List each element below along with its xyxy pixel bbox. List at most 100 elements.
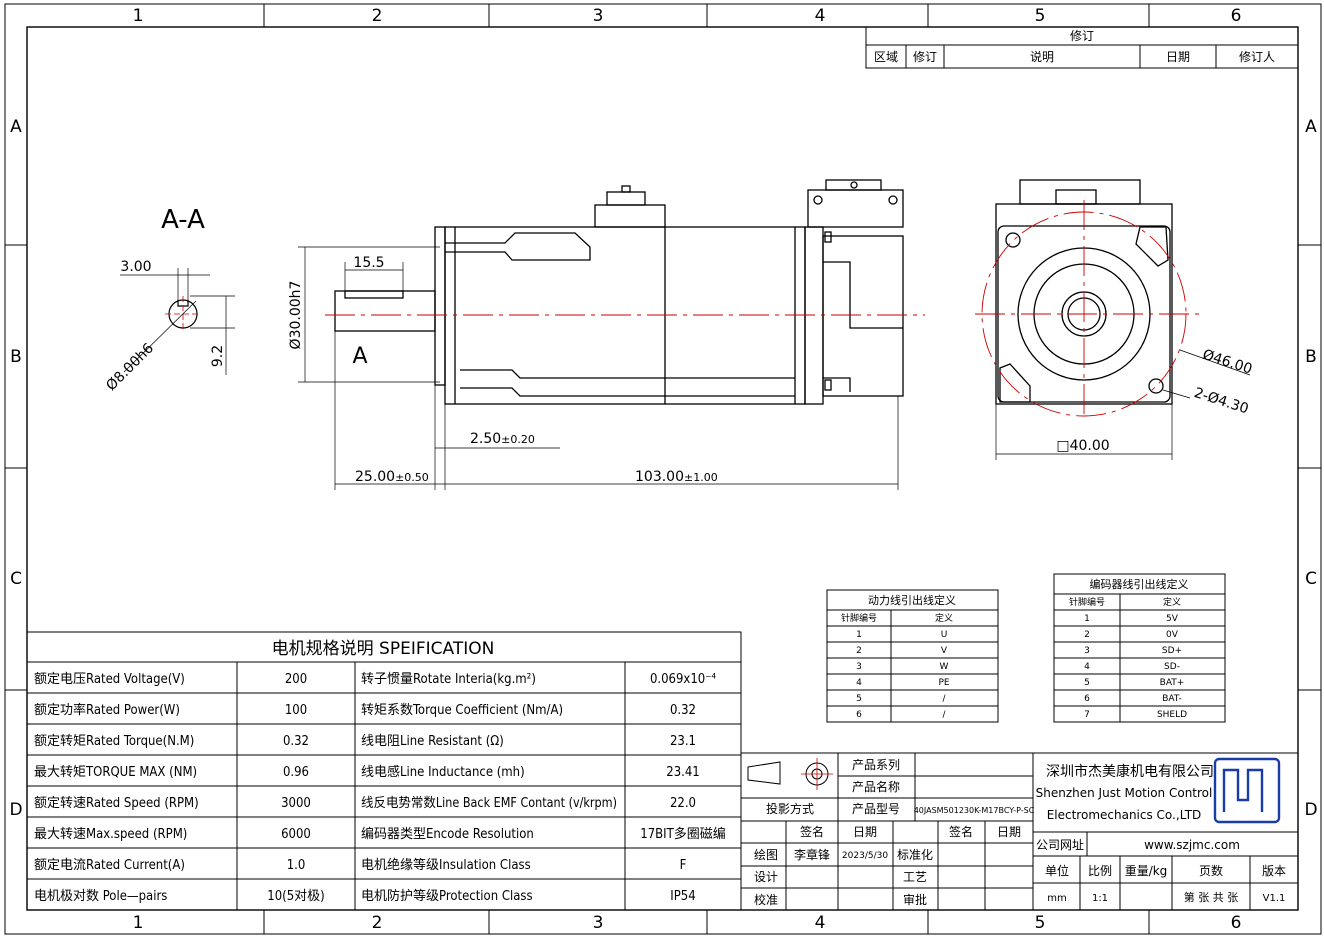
tb-product-name: 产品名称	[852, 779, 900, 794]
revision-header: 日期	[1166, 50, 1190, 64]
tb-scale-value: 1:1	[1092, 893, 1108, 904]
col-label: 5	[1035, 913, 1046, 933]
spec-label: 转子惯量Rotate Interia(kg.m²)	[361, 671, 536, 687]
tb-version-value: V1.1	[1263, 893, 1286, 904]
encoder-def: BAT-	[1162, 694, 1182, 704]
spec-label: 最大转速Max.speed (RPM)	[34, 827, 187, 842]
revision-header: 修订人	[1239, 49, 1275, 64]
col-label: 3	[593, 913, 604, 933]
dim-body-len-tol: ±1.00	[684, 471, 718, 484]
row-label: C	[10, 569, 22, 589]
dim-square: □40.00	[1056, 438, 1109, 454]
tb-date-2: 日期	[997, 825, 1021, 839]
spec-label: 电机防护等级Protection Class	[361, 888, 533, 904]
encoder-table-title: 编码器线引出线定义	[1090, 577, 1189, 591]
tb-website-label: 公司网址	[1036, 838, 1084, 852]
encoder-def: SHELD	[1157, 710, 1187, 720]
tb-pages: 页数	[1199, 863, 1223, 878]
spec-label: 电机绝缘等级Insulation Class	[361, 857, 531, 873]
tb-drawn-by: 李章锋	[794, 847, 830, 862]
dim-pcd: Ø46.00	[1200, 347, 1254, 378]
dim-shaft-len-tol: ±0.50	[395, 471, 429, 484]
tb-design: 设计	[754, 870, 778, 884]
tb-version: 版本	[1262, 864, 1286, 878]
dim-flange-thk-tol: ±0.20	[501, 433, 535, 446]
tb-sign: 签名	[800, 824, 824, 839]
dim-shaft-len-value: 25.00	[355, 469, 395, 485]
tb-process: 工艺	[903, 870, 927, 884]
spec-value: 0.32	[283, 734, 309, 749]
spec-value: 10(5对极)	[267, 889, 324, 904]
tb-projection: 投影方式	[766, 801, 814, 816]
spec-value: 1.0	[287, 858, 306, 873]
revision-header: 修订	[913, 49, 937, 64]
power-def: /	[942, 710, 946, 720]
spec-label: 编码器类型Encode Resolution	[361, 827, 534, 842]
dim-flange-thk-value: 2.50	[470, 431, 501, 447]
spec-value: 22.0	[670, 796, 696, 811]
encoder-def: 5V	[1166, 614, 1179, 624]
encoder-table-header: 定义	[1163, 596, 1181, 608]
col-label: 2	[372, 913, 383, 933]
dim-key-depth: 9.2	[210, 345, 226, 367]
spec-value: 0.96	[283, 765, 309, 780]
power-def: W	[940, 662, 949, 672]
col-label: 4	[815, 6, 826, 26]
spec-title: 电机规格说明 SPEIFICATION	[272, 639, 495, 659]
section-mark: A	[352, 344, 367, 369]
row-label: C	[1305, 569, 1317, 589]
dim-key-length: 15.5	[353, 255, 384, 271]
spec-label: 额定电流Rated Current(A)	[34, 858, 185, 873]
tb-check: 校准	[754, 892, 778, 907]
encoder-table	[1053, 573, 1226, 723]
row-label: B	[1305, 347, 1317, 367]
spec-label: 额定转矩Rated Torque(N.M)	[34, 734, 194, 749]
tb-pages-value: 第 张 共 张	[1184, 890, 1239, 904]
tb-weight: 重量/kg	[1125, 864, 1168, 878]
row-label: D	[9, 800, 22, 820]
col-label: 1	[133, 913, 144, 933]
tb-scale: 比例	[1088, 864, 1112, 878]
power-def: V	[941, 646, 948, 656]
tb-drawn: 绘图	[754, 847, 778, 862]
outer-border	[4, 3, 1322, 935]
dim-body-length: 103.00±1.00	[635, 469, 718, 485]
power-pin: 4	[856, 678, 862, 688]
spec-label: 转矩系数Torque Coefficient (Nm/A)	[361, 703, 563, 718]
encoder-pin: 3	[1084, 646, 1090, 656]
encoder-def: SD+	[1162, 646, 1182, 656]
col-label: 2	[372, 6, 383, 26]
encoder-pin: 5	[1084, 678, 1090, 688]
spec-label: 线反电势常数Line Back EMF Contant (v/krpm)	[361, 795, 617, 811]
power-pin: 2	[856, 646, 862, 656]
spec-label: 最大转矩TORQUE MAX (NM)	[34, 765, 197, 780]
row-label: A	[1305, 117, 1317, 137]
tb-model-value: 40JASM501230K-M17BCY-P-SC	[914, 806, 1035, 815]
tb-drawn-date: 2023/5/30	[842, 851, 888, 861]
power-pin: 3	[856, 662, 862, 672]
revision-header: 区域	[874, 50, 898, 64]
spec-value: IP54	[670, 889, 695, 904]
side-view	[334, 179, 904, 405]
row-label: A	[10, 117, 22, 137]
spec-value: 23.1	[670, 734, 696, 749]
col-label: 1	[133, 6, 144, 26]
dim-flange-thickness: 2.50±0.20	[470, 431, 535, 447]
row-label: D	[1304, 800, 1317, 820]
tb-standardize: 标准化	[897, 848, 933, 862]
dim-holes: 2-Ø4.30	[1192, 385, 1250, 418]
tb-website: www.szjmc.com	[1144, 838, 1240, 852]
dim-spigot: Ø30.00h7	[288, 281, 304, 350]
encoder-def: 0V	[1166, 630, 1179, 640]
spec-label: 电机极对数 Pole—pairs	[34, 889, 167, 904]
section-title: A-A	[161, 205, 205, 235]
tb-unit: 单位	[1045, 863, 1069, 878]
spec-value: 0.32	[670, 703, 696, 718]
tb-product-series: 产品系列	[852, 758, 900, 772]
spec-value: 17BIT多圈磁编	[640, 826, 726, 842]
spec-label: 线电阻Line Resistant (Ω)	[361, 734, 504, 749]
power-table-header: 定义	[935, 612, 953, 624]
spec-value: 23.41	[666, 765, 699, 780]
company-name-en-2: Electromechanics Co.,LTD	[1047, 808, 1202, 822]
encoder-table-header: 针脚编号	[1069, 596, 1105, 608]
